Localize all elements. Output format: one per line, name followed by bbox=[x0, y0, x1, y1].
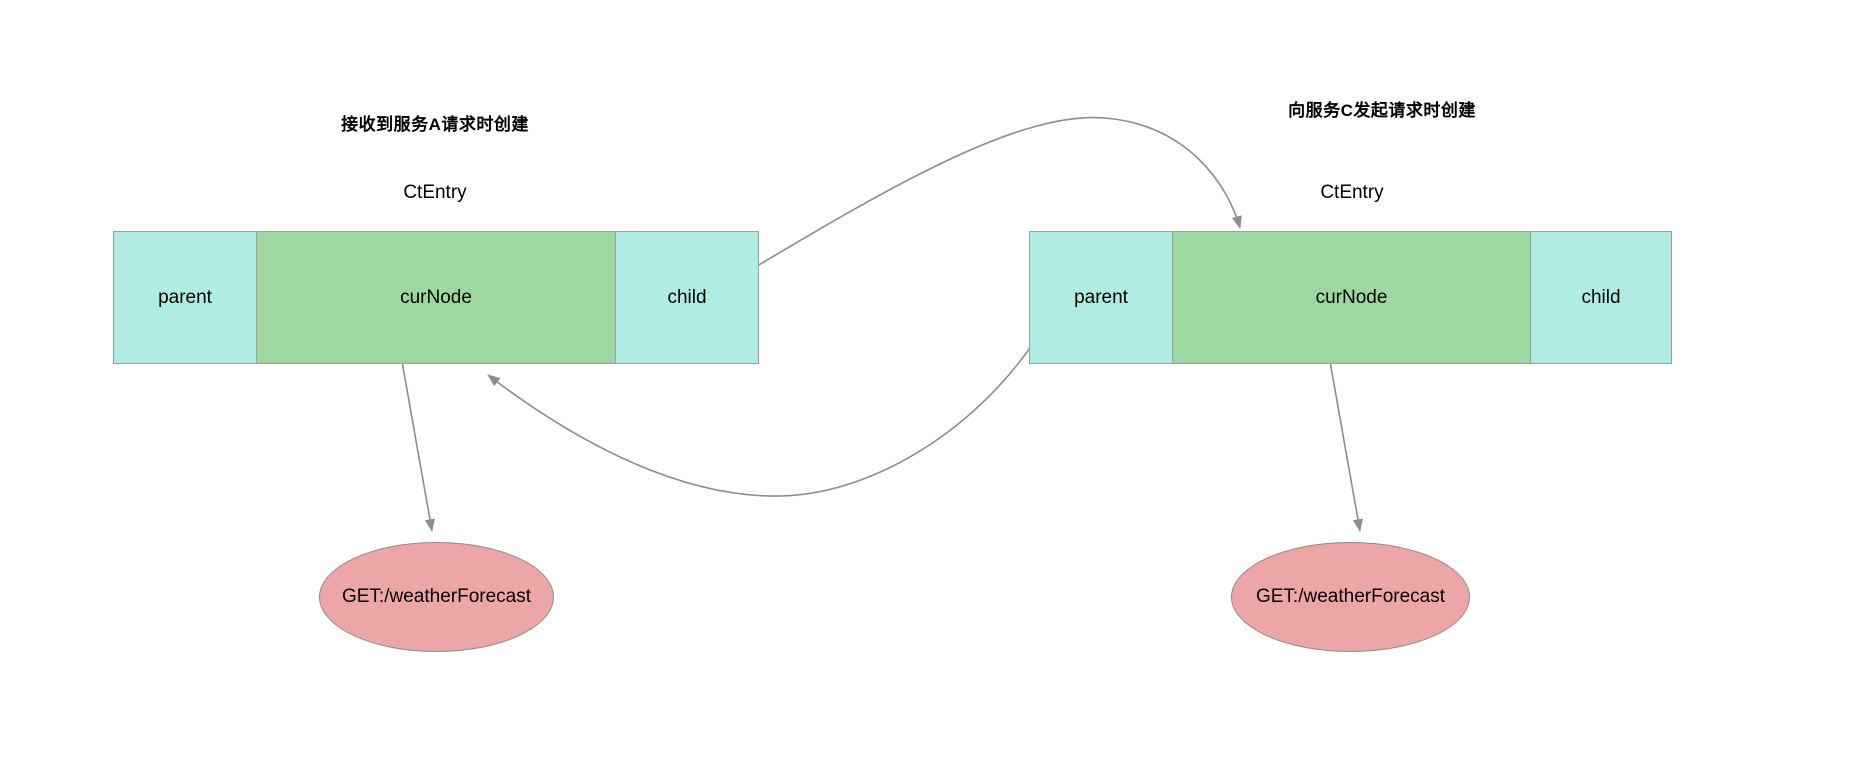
entry-title-right: CtEntry bbox=[1320, 182, 1384, 203]
right-cell-parent[interactable]: parent bbox=[1030, 232, 1173, 363]
section-title-left: 接收到服务A请求时创建 bbox=[341, 115, 529, 134]
ct-entry-left: parent curNode child bbox=[113, 231, 759, 364]
left-cell-parent[interactable]: parent bbox=[114, 232, 257, 363]
right-cell-child[interactable]: child bbox=[1531, 232, 1671, 363]
entry-title-left: CtEntry bbox=[403, 182, 467, 203]
resource-node-left[interactable]: GET:/weatherForecast bbox=[319, 542, 554, 652]
ct-entry-right: parent curNode child bbox=[1029, 231, 1672, 364]
resource-node-right[interactable]: GET:/weatherForecast bbox=[1231, 542, 1470, 652]
right-cell-curnode[interactable]: curNode bbox=[1173, 232, 1531, 363]
left-cell-child[interactable]: child bbox=[616, 232, 758, 363]
section-title-right: 向服务C发起请求时创建 bbox=[1288, 101, 1476, 120]
left-cell-curnode[interactable]: curNode bbox=[257, 232, 616, 363]
